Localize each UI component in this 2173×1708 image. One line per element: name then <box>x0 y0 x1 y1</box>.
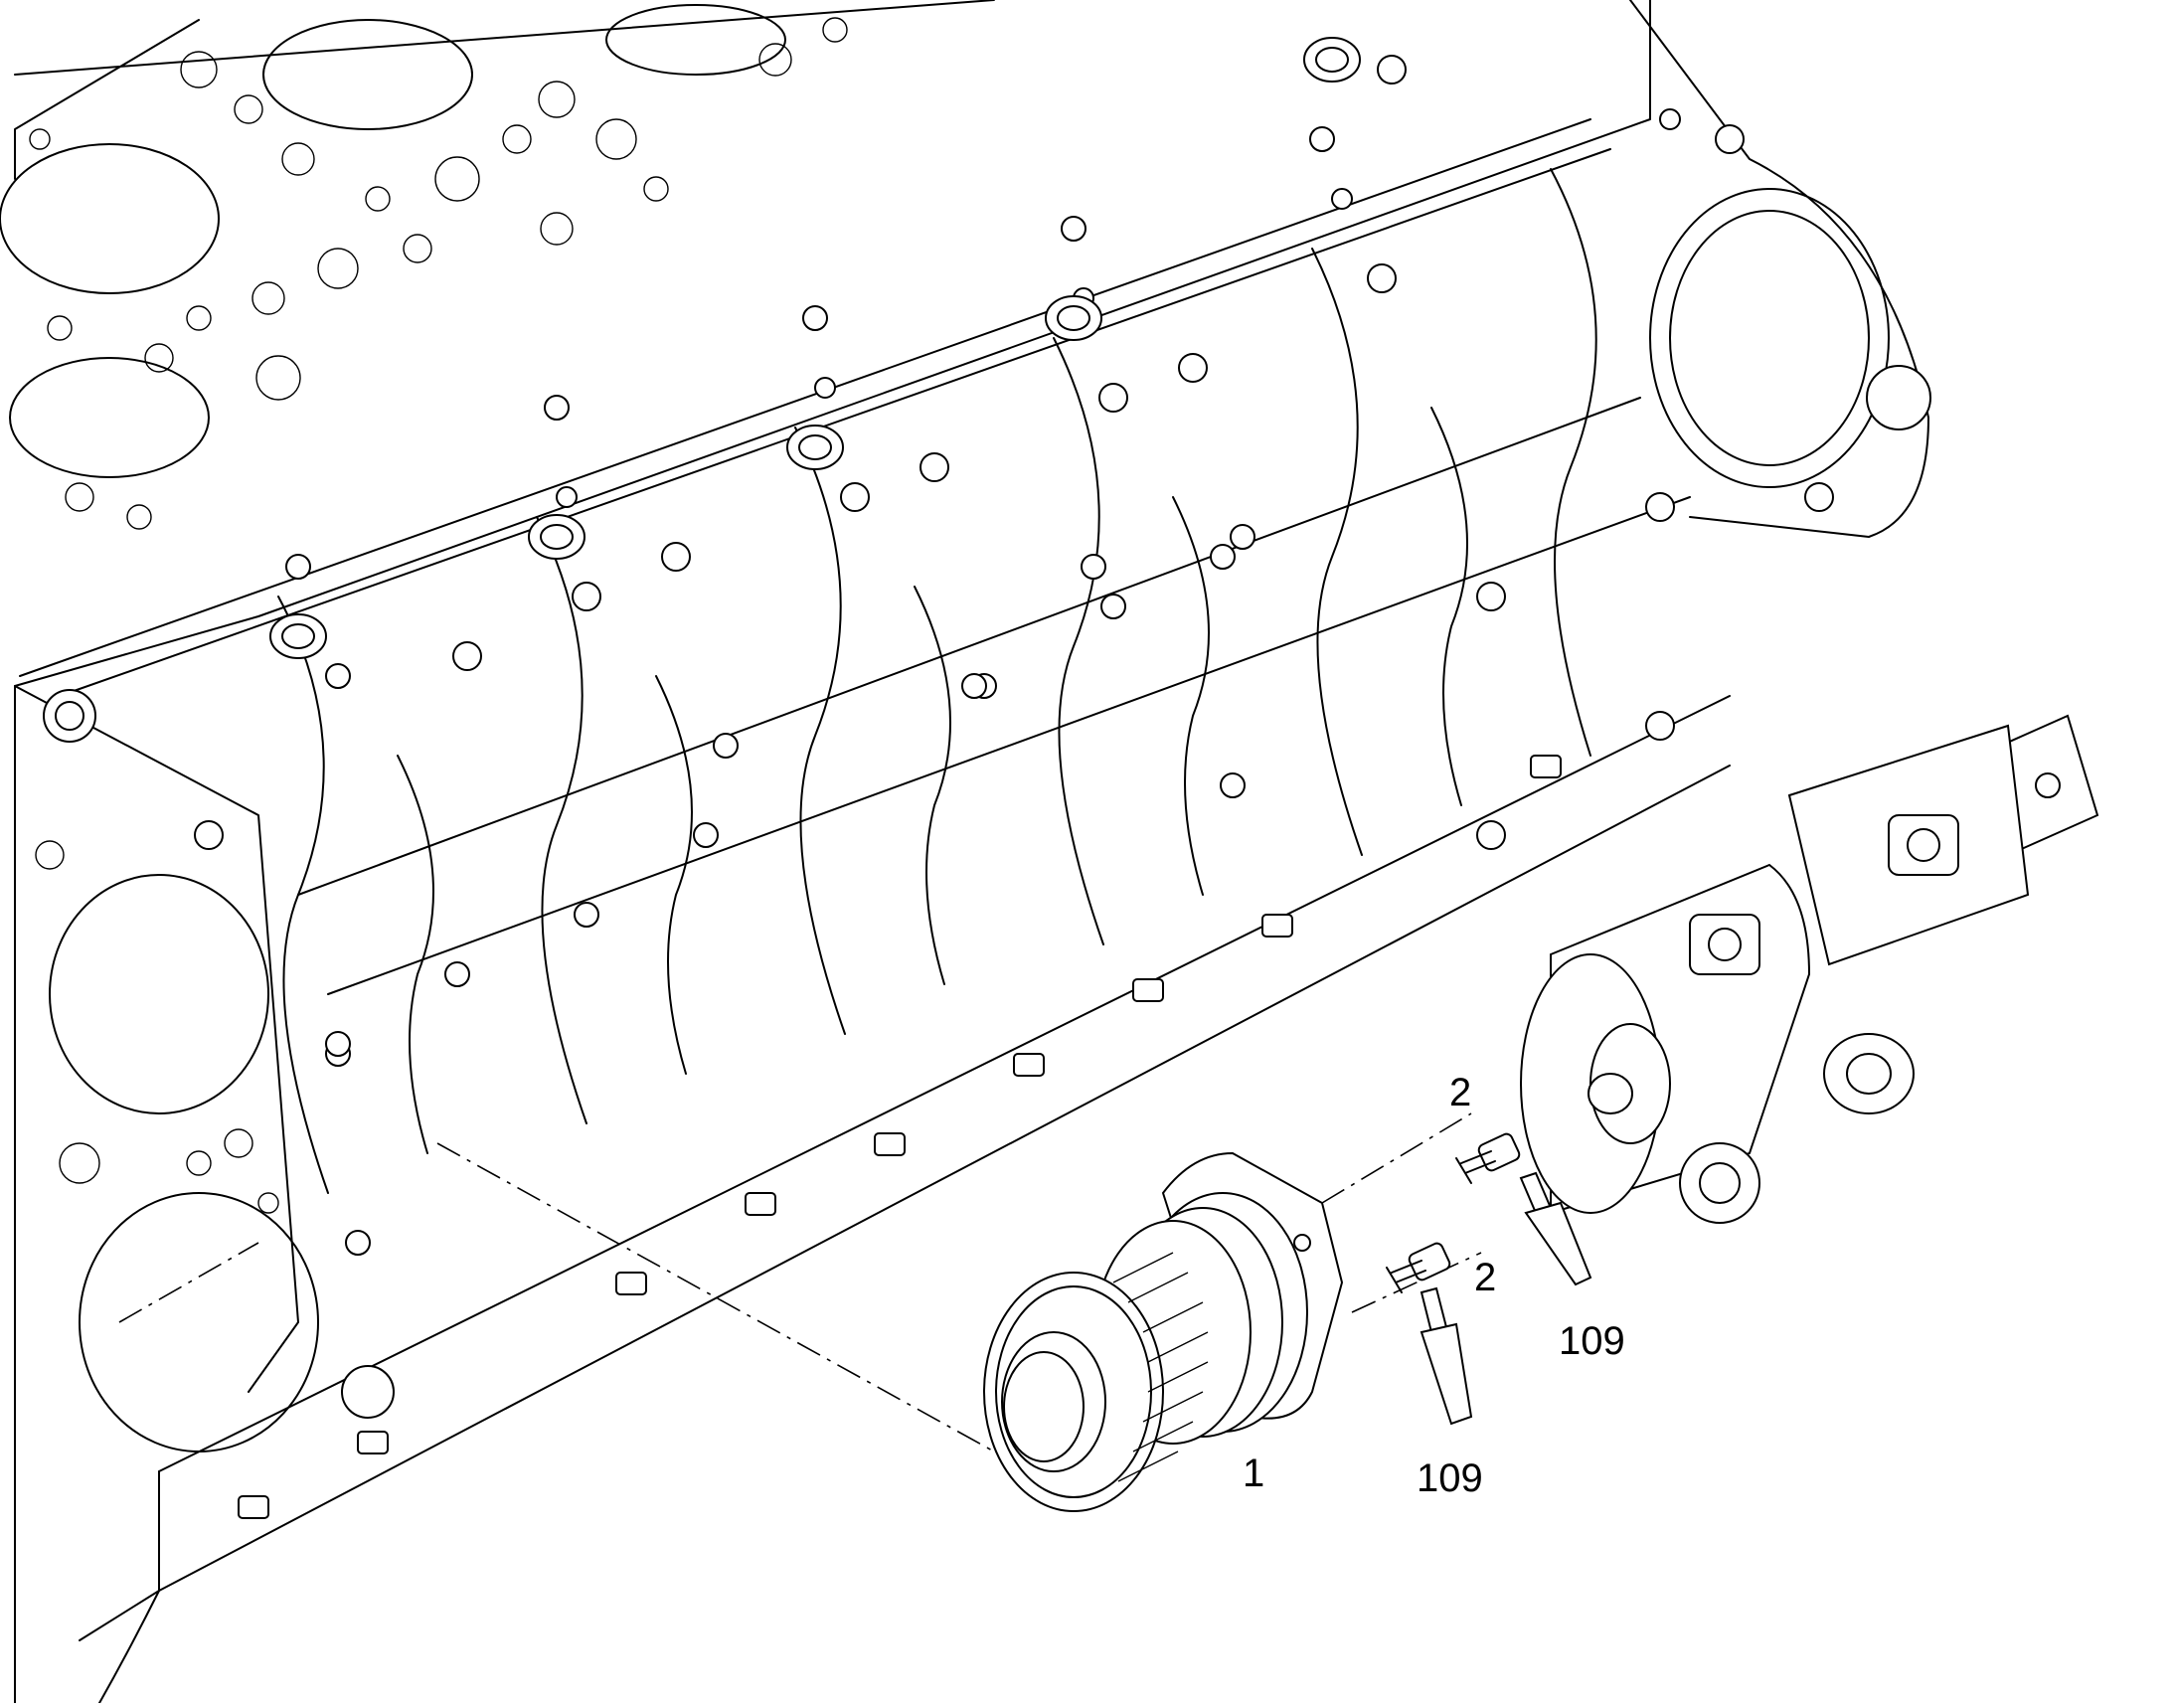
callout-gear-housing: 1 <box>1243 1452 1264 1495</box>
crankcase-webs <box>277 168 1597 1194</box>
sealant-tube-upper <box>1519 1171 1592 1286</box>
block-bosses <box>269 37 1675 1067</box>
callout-sealant-lower: 109 <box>1417 1456 1483 1500</box>
front-end-face <box>14 685 395 1704</box>
sealant-tube-lower <box>1420 1286 1473 1426</box>
screw-upper <box>1455 1132 1521 1184</box>
callout-labels: 1 2 2 109 109 <box>1243 1071 1625 1500</box>
pump-assembly <box>1520 714 2099 1224</box>
screw-lower <box>1386 1242 1451 1293</box>
cylinder-head-deck <box>0 4 848 530</box>
sump-rail-tabs <box>238 755 1562 1519</box>
callout-screw-lower: 2 <box>1474 1256 1496 1299</box>
rear-flange <box>1629 0 1931 538</box>
gear-housing <box>983 1151 1344 1512</box>
engine-block <box>0 0 1931 1704</box>
callout-sealant-upper: 109 <box>1559 1319 1625 1363</box>
callout-screw-upper: 2 <box>1449 1071 1471 1114</box>
